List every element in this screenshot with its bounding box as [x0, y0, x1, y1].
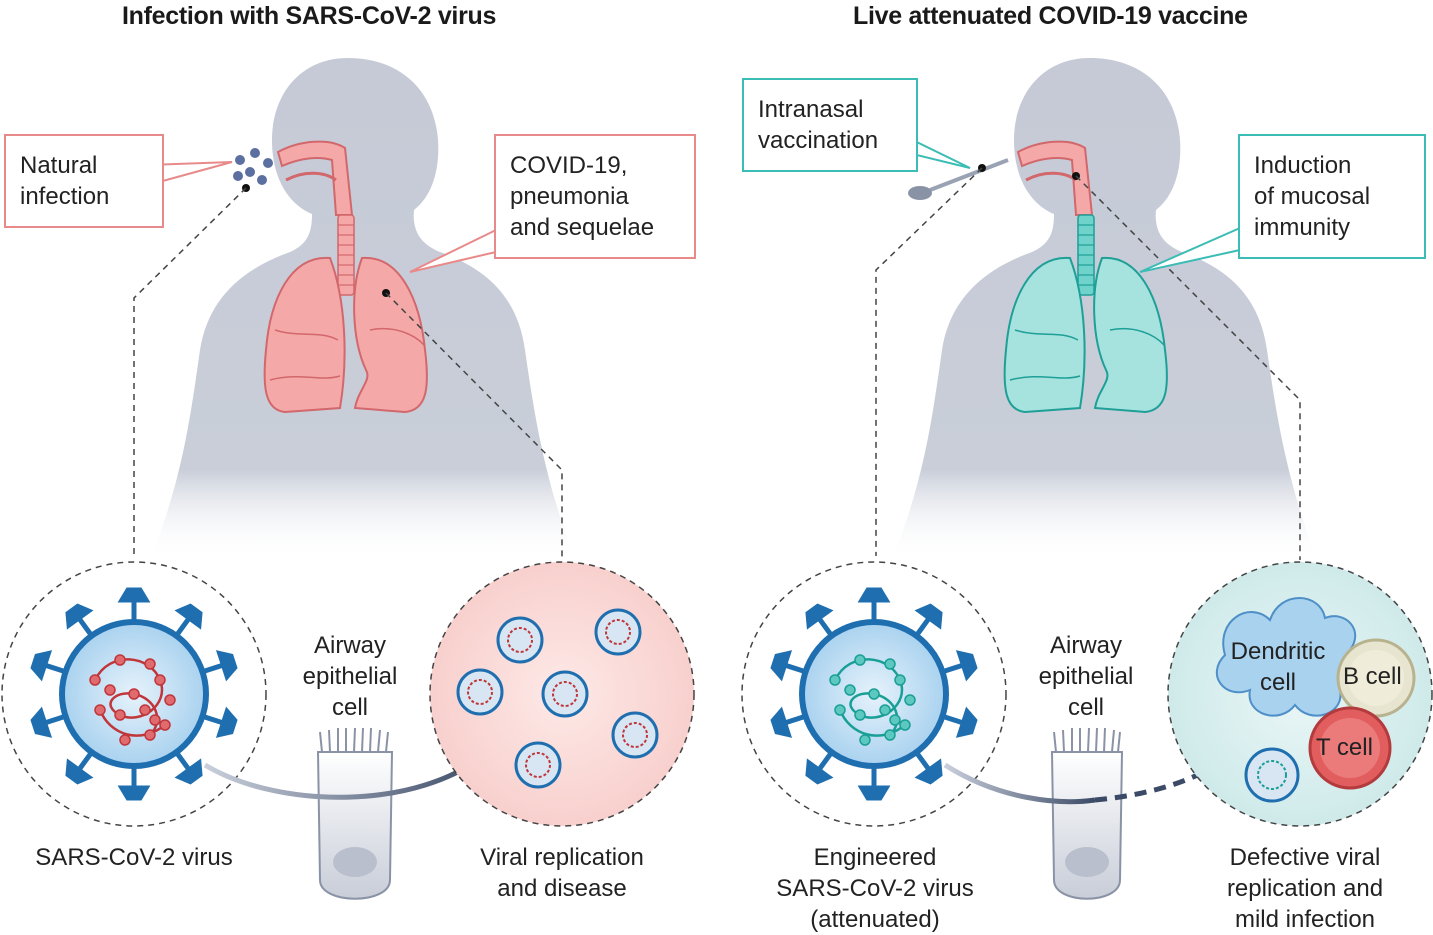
left-airway-cell-label: Airway epithelial cell	[280, 630, 420, 723]
label-line: SARS-CoV-2 virus	[776, 875, 974, 902]
callout-text: Induction	[1254, 152, 1352, 179]
nasal-dropper-icon	[908, 158, 1009, 200]
label-line: epithelial	[302, 663, 398, 690]
label-line: Airway	[1049, 632, 1122, 659]
callout-text: infection	[20, 183, 110, 210]
label-line: cell	[1259, 669, 1296, 696]
replicating-virus-particles	[456, 608, 659, 789]
left-panel-title: Infection with SARS-CoV-2 virus	[122, 2, 497, 30]
label-line: cell	[331, 694, 368, 721]
left-airway	[276, 140, 355, 296]
t-cell-label: T cell	[1316, 734, 1373, 761]
label-line: Airway	[313, 632, 386, 659]
left-sars-cov-2-virus	[30, 587, 238, 801]
right-zoom-lines	[875, 167, 1301, 560]
callout-text: vaccination	[758, 127, 879, 154]
callout-text: immunity	[1254, 214, 1351, 241]
intranasal-vaccination-callout: Intranasal vaccination	[742, 78, 918, 172]
right-panel-title: Live attenuated COVID-19 vaccine	[853, 2, 1248, 30]
engineered-virus-label: Engineered SARS-CoV-2 virus (attenuated)	[765, 842, 985, 935]
label-line: mild infection	[1234, 906, 1376, 933]
engineered-sars-cov-2-virus	[770, 587, 978, 801]
callout-text: of mucosal	[1254, 183, 1371, 210]
right-immune-response-circle	[1167, 561, 1433, 827]
left-lungs-pink	[263, 256, 428, 414]
label-line: Dendritic	[1230, 638, 1326, 665]
callout-text: pneumonia	[510, 183, 629, 210]
callout-text: Natural	[20, 152, 98, 179]
label-line: Defective viral	[1229, 844, 1381, 871]
label-line: Viral replication	[480, 844, 644, 871]
right-airway	[1016, 140, 1095, 296]
left-airway-epithelial-cell	[316, 727, 394, 900]
t-cell	[1308, 706, 1392, 790]
label-line: and disease	[497, 875, 627, 902]
right-lungs-teal	[1003, 256, 1168, 414]
mucosal-immunity-callout: Induction of mucosal immunity	[1238, 134, 1426, 259]
right-virus-zoom-circle	[741, 561, 1007, 827]
defective-virus-particle	[1244, 747, 1300, 803]
dendritic-cell-label: Dendritic cell	[1216, 636, 1340, 698]
defective-replication-label: Defective viral replication and mild inf…	[1190, 842, 1420, 935]
natural-infection-callout: Natural infection	[4, 134, 164, 228]
covid-pneumonia-callout: COVID-19, pneumonia and sequelae	[494, 134, 696, 259]
callout-text: COVID-19,	[510, 152, 628, 179]
left-viral-replication-circle	[429, 561, 695, 827]
left-virus-zoom-circle	[1, 561, 267, 827]
b-cell	[1336, 638, 1416, 718]
callout-text: and sequelae	[510, 214, 655, 241]
left-zoom-lines	[133, 187, 563, 560]
label-line: Engineered	[813, 844, 937, 871]
right-airway-epithelial-cell	[1050, 727, 1124, 900]
label-line: epithelial	[1038, 663, 1134, 690]
label-line: cell	[1067, 694, 1104, 721]
left-inhaled-virus-particles	[233, 148, 273, 185]
callout-text: Intranasal	[758, 96, 864, 123]
right-airway-cell-label: Airway epithelial cell	[1016, 630, 1156, 723]
b-cell-label: B cell	[1343, 663, 1402, 690]
viral-replication-label: Viral replication and disease	[452, 842, 672, 904]
sars-cov-2-virus-label: SARS-CoV-2 virus	[35, 844, 233, 871]
label-line: replication and	[1226, 875, 1384, 902]
label-line: (attenuated)	[810, 906, 940, 933]
